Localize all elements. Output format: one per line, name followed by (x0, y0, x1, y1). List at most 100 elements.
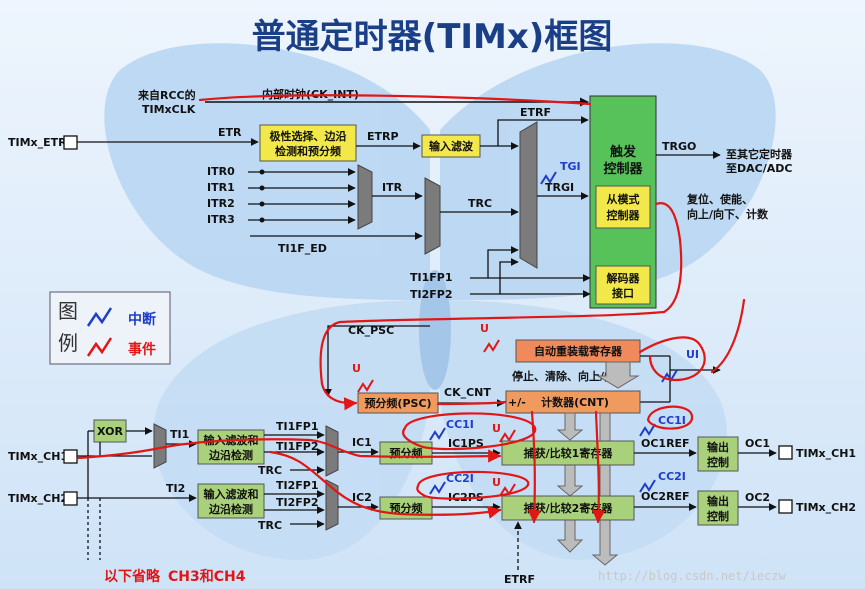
ti1-label: TI1 (170, 428, 189, 441)
interrupt-icon (86, 307, 113, 327)
ti1fp1-top-label: TI1FP1 (410, 271, 452, 284)
cc2i-right-icon (639, 479, 656, 493)
reset-note-1: 复位、使能、 (686, 192, 753, 206)
itr-mux (357, 164, 373, 230)
psc-event-icon (357, 379, 374, 393)
cc2i-mid-label: CC2I (446, 472, 474, 485)
ch2-filter-text-1: 输入滤波和 (204, 487, 259, 501)
cc1-to-cc2-arrow (556, 462, 584, 497)
tgi-label: TGI (560, 160, 581, 173)
footer-omitted-ch: CH3和CH4 (168, 569, 246, 585)
itr0-label: ITR0 (207, 165, 235, 178)
cc2i-mid-icon (429, 481, 446, 495)
ti2-label: TI2 (166, 482, 185, 495)
tgi-interrupt-icon (540, 171, 557, 185)
trgo-dest-2: 至DAC/ADC (726, 162, 792, 175)
input-filter-text: 输入滤波 (429, 139, 474, 153)
encoder-text-2: 接口 (612, 286, 634, 300)
timxclk-label: TIMxCLK (142, 103, 196, 116)
trgo-dest-1: 至其它定时器 (726, 147, 793, 161)
ch1-input-label: TIMx_CH1 (8, 450, 68, 463)
itr2-label: ITR2 (207, 197, 235, 210)
ch2-output-label: TIMx_CH2 (796, 501, 856, 514)
ui-label: UI (686, 348, 699, 361)
cc1-u-label: U (492, 422, 501, 435)
encoder-block (595, 265, 651, 305)
ch2-filter-block (197, 483, 265, 519)
ck-psc-wire (327, 325, 430, 347)
trc-mux (424, 177, 441, 255)
etrf-line (497, 116, 589, 146)
counter-sign: +/- (508, 396, 526, 409)
trgi-mux (519, 121, 538, 269)
polarity-text-2: 检测和预分频 (275, 144, 341, 158)
ti1fp2-label: TI1FP2 (276, 440, 318, 453)
ch2-output-pin (778, 499, 793, 514)
ch1-filter-block (197, 429, 265, 465)
cc1i-right-icon (639, 423, 656, 437)
arr-to-cnt-arrow (596, 361, 640, 389)
output-control-2-text-2: 控制 (707, 509, 729, 523)
xor-text: XOR (97, 425, 123, 438)
etrf-label: ETRF (520, 106, 551, 119)
legend-interrupt: 中断 (128, 311, 156, 328)
itr-mux-label: ITR (382, 181, 403, 194)
ch1-filter-text-2: 边沿检测 (208, 448, 253, 462)
cc2i-right-label: CC2I (658, 470, 686, 483)
psc-u-label: U (352, 362, 361, 375)
internal-clock-label: 内部时钟(CK_INT) (262, 87, 359, 101)
legend-box (49, 291, 171, 365)
cc1i-mid-icon (429, 427, 446, 441)
trigger-controller-text-1: 触发 (609, 144, 637, 160)
slave-mode-text-1: 从模式 (607, 192, 640, 206)
output-control-1-text-1: 输出 (707, 440, 729, 454)
cnt-to-cc1-arrow (556, 412, 584, 441)
cnt-down-arrow (591, 412, 619, 566)
ic1-mux (325, 425, 339, 477)
ch2-input-label: TIMx_CH2 (8, 492, 68, 505)
polarity-block (259, 124, 357, 162)
slave-mode-block (595, 185, 651, 229)
itr3-label: ITR3 (207, 213, 235, 226)
etr-pin (63, 135, 78, 150)
ic1ps-label: IC1PS (448, 437, 484, 450)
ck-psc-label: CK_PSC (348, 324, 394, 337)
trgi-label: TRGI (545, 181, 574, 194)
legend-title-bottom: 例 (58, 331, 78, 355)
cc2-u-label: U (492, 476, 501, 489)
cc1i-mid-label: CC1I (446, 418, 474, 431)
ch2-prescaler-text: 预分频 (390, 501, 423, 515)
ch1-output-label: TIMx_CH1 (796, 447, 856, 460)
oc1ref-label: OC1REF (641, 437, 690, 450)
cc1-event-icon (499, 429, 516, 443)
legend-title-top: 图 (58, 299, 78, 323)
trgo-label: TRGO (662, 140, 696, 153)
rcc-source-label: 来自RCC的 (137, 88, 196, 102)
capture-compare-2-text: 捕获/比较2寄存器 (524, 501, 614, 515)
auto-reload-text: 自动重装载寄存器 (534, 344, 623, 358)
red-annotations (76, 94, 746, 524)
arr-event-icon (483, 339, 500, 353)
event-icon (86, 337, 113, 357)
legend-event: 事件 (128, 341, 156, 358)
ic2-mux (325, 479, 339, 531)
capture-compare-2-block (501, 495, 635, 521)
etr-pin-label: TIMx_ETR (8, 136, 67, 149)
watermark: http://blog.csdn.net/ieczw (598, 569, 787, 583)
encoder-text-1: 解码器 (607, 271, 641, 285)
oc1-label: OC1 (745, 437, 770, 450)
etrf-bottom-label: ETRF (504, 573, 535, 586)
ti1fp1-to-mux (470, 246, 519, 279)
oc2-label: OC2 (745, 491, 770, 504)
capture-compare-1-block (501, 440, 635, 466)
footer-omitted-prefix: 以下省略 (104, 568, 161, 585)
slave-mode-text-2: 控制器 (607, 208, 641, 222)
arr-u-label: U (480, 322, 489, 335)
counter-text: 计数器(CNT) (541, 395, 609, 409)
etrp-label: ETRP (367, 130, 399, 143)
cc2-event-icon (499, 483, 516, 497)
cc1i-right-label: CC1I (658, 414, 686, 427)
reset-note-2: 向上/向下、计数 (687, 207, 769, 221)
